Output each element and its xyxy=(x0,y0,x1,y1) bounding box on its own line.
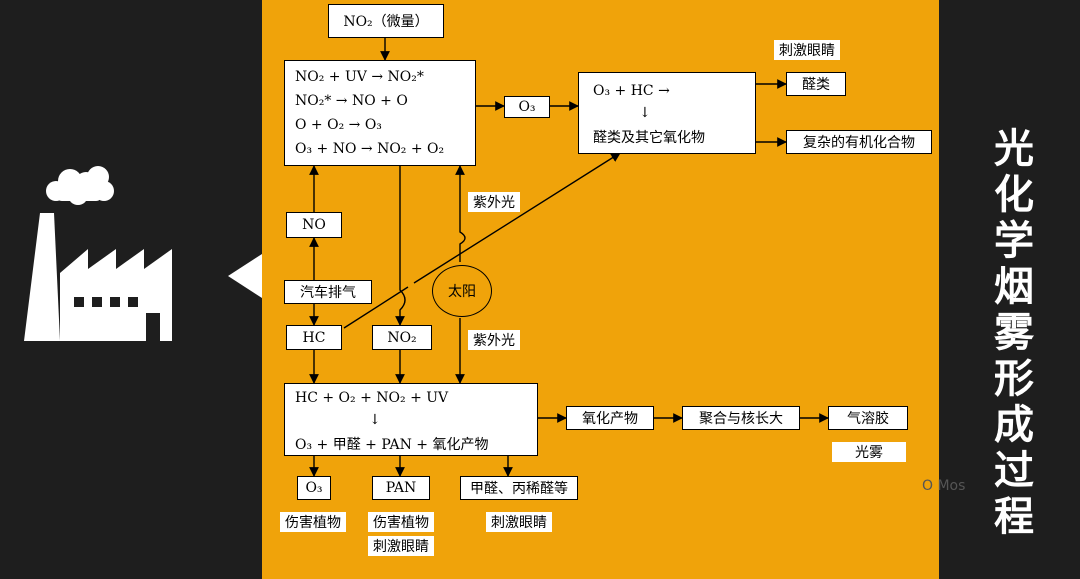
oxidation-products-box: 氧化产物 xyxy=(566,406,654,430)
aerosol-box: 气溶胶 xyxy=(828,406,908,430)
polymerization-box: 聚合与核长大 xyxy=(682,406,800,430)
reaction-line-3: O + O₂ → O₃ xyxy=(295,117,382,133)
out-pan-box: PAN xyxy=(372,476,430,500)
no2-box: NO₂ xyxy=(372,325,432,350)
no-box: NO xyxy=(286,212,342,238)
watermark: O Mos xyxy=(922,478,966,494)
reaction-line-4: O₃ + NO → NO₂ + O₂ xyxy=(295,141,445,157)
title-char: 形 xyxy=(994,356,1034,402)
title-char: 程 xyxy=(994,494,1034,540)
photochem-line-1: HC + O₂ + NO₂ + UV xyxy=(295,390,449,406)
reaction-box: NO₂ + UV → NO₂* NO₂* → NO + O O + O₂ → O… xyxy=(284,60,476,166)
arrow-hc-diagonal xyxy=(343,153,620,329)
irritate-eyes-top: 刺激眼睛 xyxy=(774,40,840,60)
photochem-line-3: O₃ + 甲醛 + PAN + 氧化产物 xyxy=(295,437,489,453)
pointer-triangle xyxy=(228,254,262,298)
factory-icon xyxy=(24,166,172,341)
title-char: 化 xyxy=(994,172,1034,218)
out-o3-effect: 伤害植物 xyxy=(280,512,346,532)
complex-organics-box: 复杂的有机化合物 xyxy=(786,130,932,154)
uv-label-bottom: 紫外光 xyxy=(468,330,520,350)
out-ald-effect: 刺激眼睛 xyxy=(486,512,552,532)
sun-circle: 太阳 xyxy=(432,265,492,317)
title-char: 学 xyxy=(994,218,1034,264)
title-char: 烟 xyxy=(994,264,1034,310)
out-pan-effect-1: 伤害植物 xyxy=(368,512,434,532)
title-char: 过 xyxy=(994,448,1034,494)
title-char: 光 xyxy=(994,126,1034,172)
title-char: 成 xyxy=(994,402,1034,448)
page-title: 光化学烟雾形成过程 xyxy=(988,126,1040,540)
reaction-line-2: NO₂* → NO + O xyxy=(295,93,408,109)
aldehyde-box: 醛类 xyxy=(786,72,846,96)
uv-label-top: 紫外光 xyxy=(468,192,520,212)
hc-line-2: ↓ xyxy=(639,105,651,121)
photochem-line-2: ↓ xyxy=(369,412,381,428)
title-char: 雾 xyxy=(994,310,1034,356)
exhaust-box: 汽车排气 xyxy=(284,280,372,304)
sun-label: 太阳 xyxy=(448,284,476,300)
out-o3-box: O₃ xyxy=(297,476,331,500)
hc-line-3: 醛类及其它氧化物 xyxy=(593,130,705,146)
smog-label: 光雾 xyxy=(832,442,906,462)
photochem-reaction-box: HC + O₂ + NO₂ + UV ↓ O₃ + 甲醛 + PAN + 氧化产… xyxy=(284,383,538,456)
hc-line-1: O₃ + HC → xyxy=(593,83,670,99)
reaction-line-1: NO₂ + UV → NO₂* xyxy=(295,69,424,85)
out-pan-effect-2: 刺激眼睛 xyxy=(368,536,434,556)
out-aldehyde-box: 甲醛、丙稀醛等 xyxy=(460,476,578,500)
hc-box: HC xyxy=(286,325,342,350)
arrow-uv-to-reactions xyxy=(455,165,466,262)
no2-trace-box: NO₂（微量） xyxy=(328,4,444,38)
arrow-reactions-to-no2 xyxy=(395,166,406,326)
hc-reaction-box: O₃ + HC → ↓ 醛类及其它氧化物 xyxy=(578,72,756,154)
o3-box: O₃ xyxy=(504,96,550,118)
